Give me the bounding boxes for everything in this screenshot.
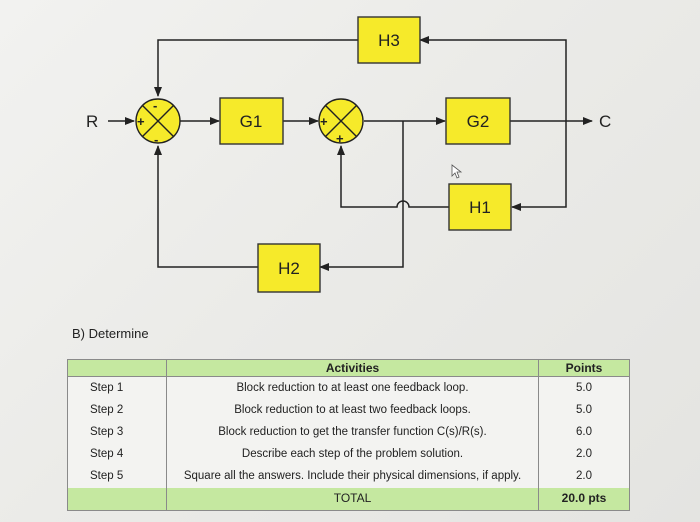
activity-cell: Block reduction to get the transfer func… <box>166 421 539 444</box>
block-g2: G2 <box>445 97 511 145</box>
activity-cell: Square all the answers. Include their ph… <box>166 465 539 488</box>
header-points: Points <box>538 359 630 377</box>
table-row: Step 2 Block reduction to at least two f… <box>67 399 630 422</box>
svg-text:G2: G2 <box>467 112 490 131</box>
table-header-row: Activities Points <box>67 359 630 377</box>
summing-junction-1: + - - <box>135 98 181 147</box>
svg-text:H2: H2 <box>278 259 300 278</box>
header-step <box>67 359 167 377</box>
sum2-sign-bottom: + <box>336 131 344 146</box>
block-h2: H2 <box>257 243 321 293</box>
step-cell: Step 1 <box>67 376 167 400</box>
total-row: TOTAL 20.0 pts <box>67 487 630 511</box>
output-label: C <box>599 112 611 131</box>
summing-junction-2: + + <box>318 98 364 146</box>
table-row: Step 5 Square all the answers. Include t… <box>67 465 630 488</box>
svg-text:H3: H3 <box>378 31 400 50</box>
input-label: R <box>86 112 98 131</box>
cursor-icon <box>451 164 463 179</box>
step-cell: Step 5 <box>67 465 167 488</box>
points-cell: 2.0 <box>538 443 630 466</box>
total-points: 20.0 pts <box>538 487 630 511</box>
activity-cell: Block reduction to at least one feedback… <box>166 376 539 400</box>
sum2-sign-left: + <box>320 114 328 129</box>
block-g1: G1 <box>219 97 284 145</box>
header-activities: Activities <box>166 359 539 377</box>
points-cell: 5.0 <box>538 399 630 422</box>
table-row: Step 3 Block reduction to get the transf… <box>67 421 630 444</box>
block-h1: H1 <box>448 183 512 231</box>
step-cell: Step 4 <box>67 443 167 466</box>
step-cell: Step 2 <box>67 399 167 422</box>
step-cell: Step 3 <box>67 421 167 444</box>
block-diagram: + - - + + G1 G2 H3 H1 H2 R C <box>86 16 611 293</box>
points-cell: 6.0 <box>538 421 630 444</box>
svg-text:H1: H1 <box>469 198 491 217</box>
activity-cell: Describe each step of the problem soluti… <box>166 443 539 466</box>
sum1-sign-bottom: - <box>154 132 158 147</box>
block-h3: H3 <box>357 16 421 64</box>
table-row: Step 4 Describe each step of the problem… <box>67 443 630 466</box>
section-title: B) Determine <box>72 326 149 341</box>
total-empty-cell <box>67 487 167 511</box>
activity-cell: Block reduction to at least two feedback… <box>166 399 539 422</box>
sum1-sign-left: + <box>137 114 145 129</box>
signal-wires <box>108 36 593 271</box>
sum1-sign-top: - <box>153 98 157 113</box>
points-cell: 2.0 <box>538 465 630 488</box>
total-label: TOTAL <box>166 487 539 511</box>
table-row: Step 1 Block reduction to at least one f… <box>67 376 630 400</box>
activities-table: Activities Points Step 1 Block reduction… <box>67 359 630 511</box>
points-cell: 5.0 <box>538 376 630 400</box>
svg-text:G1: G1 <box>240 112 263 131</box>
